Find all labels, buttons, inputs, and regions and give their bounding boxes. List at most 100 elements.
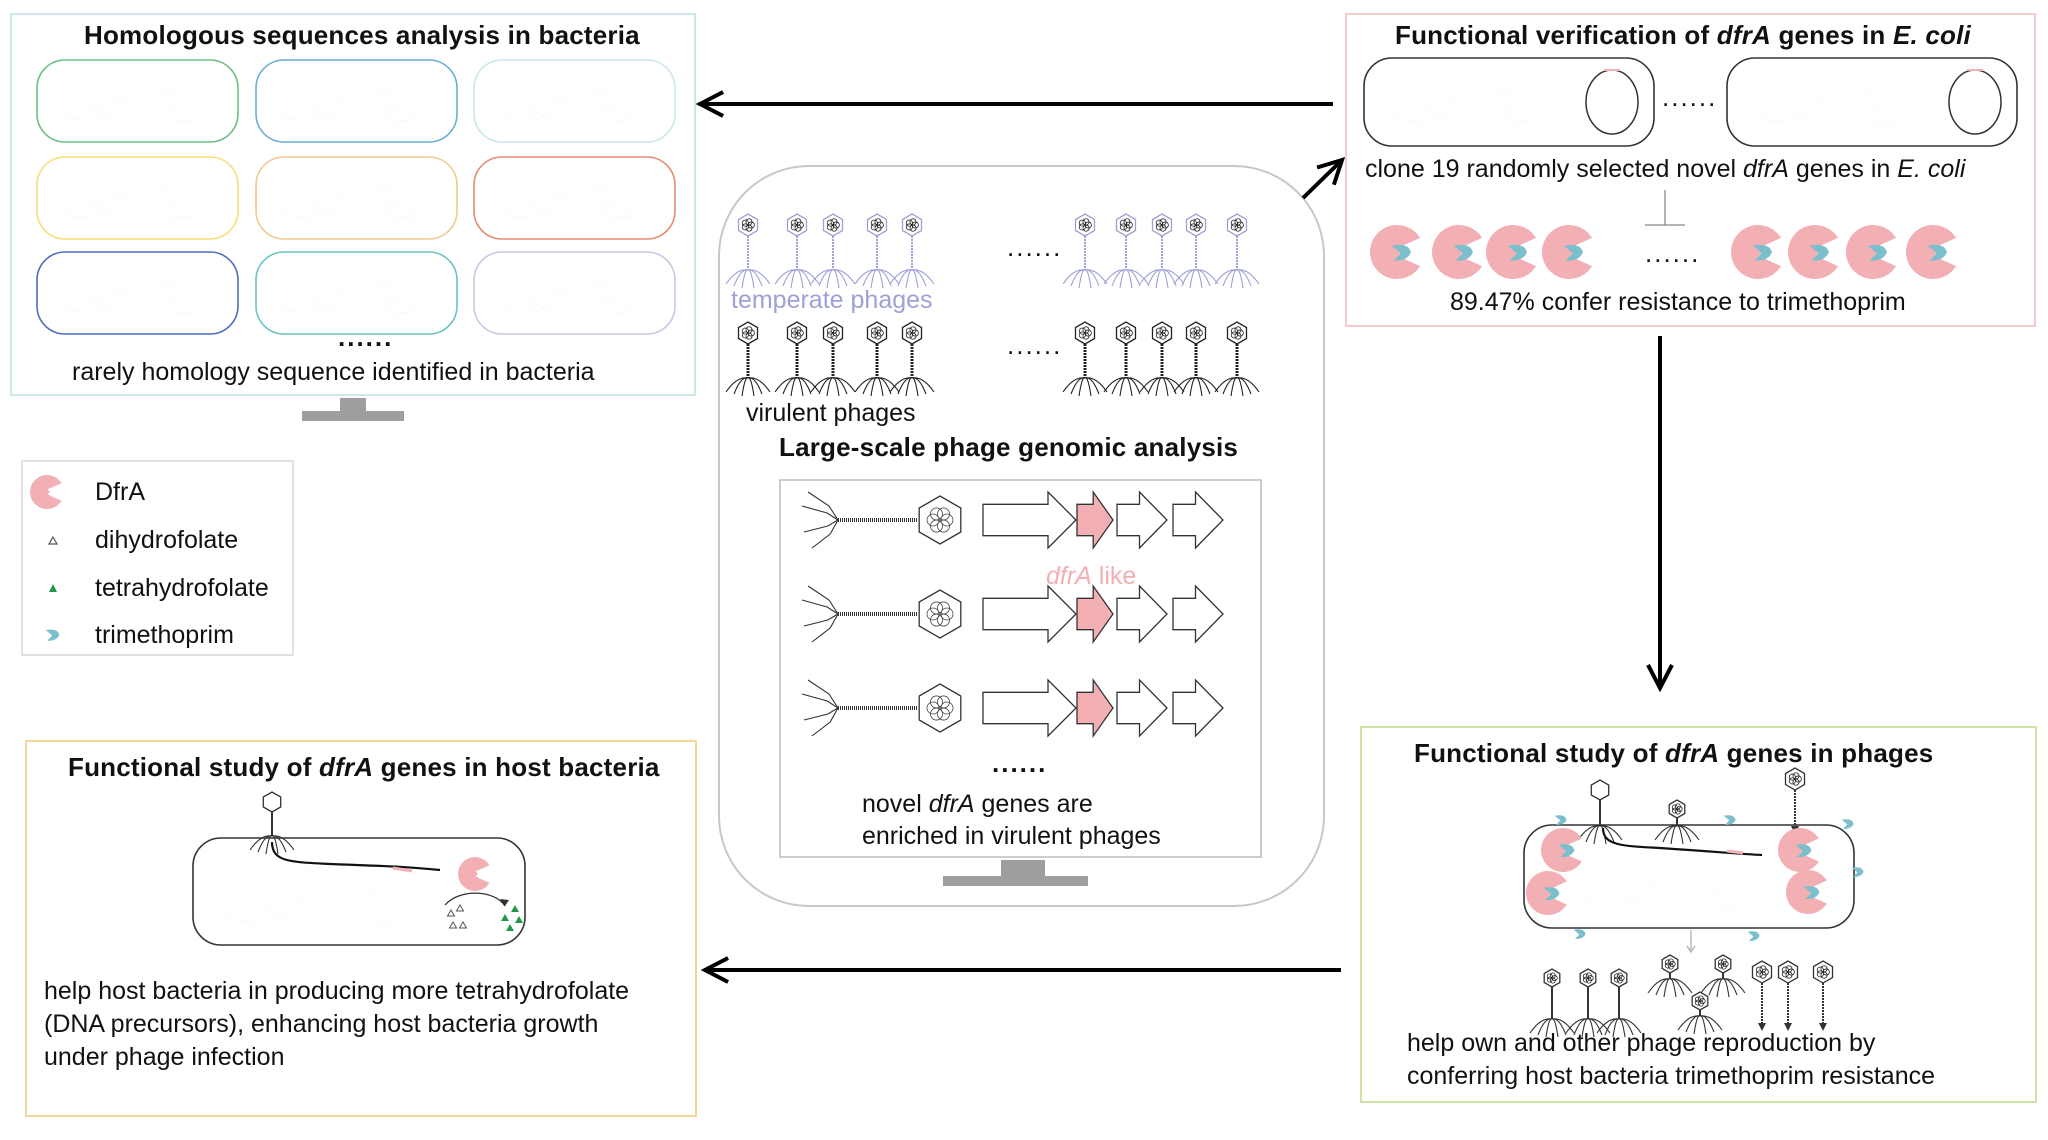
bacterium-cell (473, 251, 676, 335)
bacterium-cell (255, 251, 458, 335)
legend-item-tetrahydrofolate: tetrahydrofolate (23, 568, 269, 608)
trimethoprim-icon (45, 629, 60, 641)
injected-dna (1601, 827, 1763, 857)
trimethoprim-icon (1573, 929, 1586, 939)
homologous-title: Homologous sequences analysis in bacteri… (84, 20, 640, 50)
trimethoprim-icon (1809, 244, 1829, 261)
dfra-enzyme-icon (1542, 225, 1593, 279)
phage-icon (774, 321, 820, 397)
dfra-enzyme-icon (1788, 225, 1839, 279)
host-study-caption-line: under phage infection (44, 1043, 285, 1071)
trimethoprim-icon (1453, 244, 1473, 261)
trimethoprim-icon (1752, 244, 1772, 261)
phage-icon (249, 791, 295, 855)
phage-icon (889, 321, 935, 397)
tetrahydrofolate-icon (511, 905, 519, 912)
trimethoprim-icon (1841, 819, 1854, 829)
dfra-enzyme-icon (29, 475, 62, 509)
trimethoprim-icon (1795, 844, 1812, 858)
gene-arrow (1172, 678, 1224, 738)
phage-genome-row (801, 583, 1224, 645)
trimethoprim-icon (1723, 815, 1736, 825)
capsid (918, 683, 962, 733)
bacterium-cell (473, 156, 676, 240)
trimethoprim-icon (1391, 244, 1411, 261)
host-study-caption-line: help host bacteria in producing more tet… (44, 977, 630, 1005)
capsid (918, 589, 962, 639)
gene-arrow (982, 584, 1077, 644)
title-text: genes in (1771, 20, 1893, 50)
dfra-enzyme-icon (1778, 828, 1819, 873)
verification-enzyme-ellipsis: ...... (1645, 238, 1701, 268)
phage-icon (1103, 213, 1149, 289)
trimethoprim-icon (1927, 244, 1947, 261)
temperate-phages-label: temperate phages (731, 286, 933, 314)
ecoli-cell (1363, 57, 1655, 147)
phage-icon (1777, 960, 1799, 1031)
gene-arrow (982, 490, 1077, 550)
gene-arrow (1116, 584, 1168, 644)
verification-drawing (1363, 57, 2018, 279)
dfra-enzyme-icon (1731, 225, 1782, 279)
green-triangle-icon (49, 584, 57, 592)
verification-title: Functional verification of dfrA genes in… (1395, 20, 1971, 51)
cell-membrane (36, 59, 239, 143)
phage-icon (810, 213, 856, 289)
gene-name: dfrA (319, 752, 374, 782)
cell-membrane (473, 59, 676, 143)
injected-dna (270, 841, 441, 872)
phage-icon (1654, 799, 1700, 845)
dfra-like-label: dfrA like (1046, 562, 1136, 591)
caption-text: clone 19 randomly selected novel (1365, 155, 1744, 183)
phage-icon (1596, 968, 1642, 1038)
genomic-caption-line2: enriched in virulent phages (862, 822, 1161, 850)
phage-icon (725, 321, 771, 397)
flow-arrow-to-phage-study (1646, 336, 1674, 693)
trimethoprim-icon (1543, 887, 1560, 901)
gene-name: dfrA (928, 790, 975, 818)
dfra-enzyme-icon (1432, 225, 1483, 279)
verification-cells-ellipsis: ...... (1662, 82, 1718, 112)
caption-text: novel (862, 790, 929, 818)
dfra-enzyme-icon (1370, 225, 1421, 279)
phage-genome-row (801, 677, 1224, 739)
bacterium-cell (36, 251, 239, 335)
trimethoprim-icon (1554, 815, 1567, 825)
bacterium-cell (36, 59, 239, 143)
legend-label: trimethoprim (95, 620, 234, 649)
bacterium-cell (36, 156, 239, 240)
phage-study-title: Functional study of dfrA genes in phages (1414, 738, 1933, 769)
trimethoprim-icon (1507, 244, 1527, 261)
virulent-phages-label: virulent phages (746, 399, 916, 427)
cell-membrane (473, 251, 676, 335)
phage-icon (774, 213, 820, 289)
virulent-ellipsis: ...... (1007, 330, 1063, 360)
dfra-enzyme-icon (1541, 828, 1582, 873)
genomic-drawing (718, 165, 1325, 907)
dfra-enzyme-icon (29, 475, 62, 509)
phage-icon (1173, 213, 1219, 289)
flow-arrow-to-verification (1301, 156, 1346, 200)
dfra-enzyme-icon (1526, 871, 1567, 916)
flow-arrow-to-homologous (695, 90, 1333, 118)
resistance-result: 89.47% confer resistance to trimethoprim (1450, 288, 1906, 316)
infected-cell (1523, 824, 1855, 929)
phage-icon (1062, 321, 1108, 397)
host-study-drawing (192, 791, 526, 946)
phage-study-caption-line: conferring host bacteria trimethoprim re… (1407, 1062, 1936, 1090)
monitor-stand-base (943, 876, 1088, 886)
tetrahydrofolate-icon (515, 916, 523, 923)
phage-icon (1812, 960, 1834, 1031)
phage-icon (1751, 960, 1773, 1031)
cell-membrane (255, 251, 458, 335)
clone-caption: clone 19 randomly selected novel dfrA ge… (1365, 155, 1965, 184)
phage-icon (1139, 213, 1185, 289)
phage-icon (810, 321, 856, 397)
dfra-enzyme-icon (1486, 225, 1537, 279)
gene-arrow (1172, 584, 1224, 644)
legend-label: dihydrofolate (95, 525, 239, 554)
cell-membrane (36, 156, 239, 240)
title-text: genes in phages (1719, 738, 1934, 768)
phage-icon (1700, 954, 1746, 998)
dfra-gene-arrow (1076, 489, 1114, 551)
